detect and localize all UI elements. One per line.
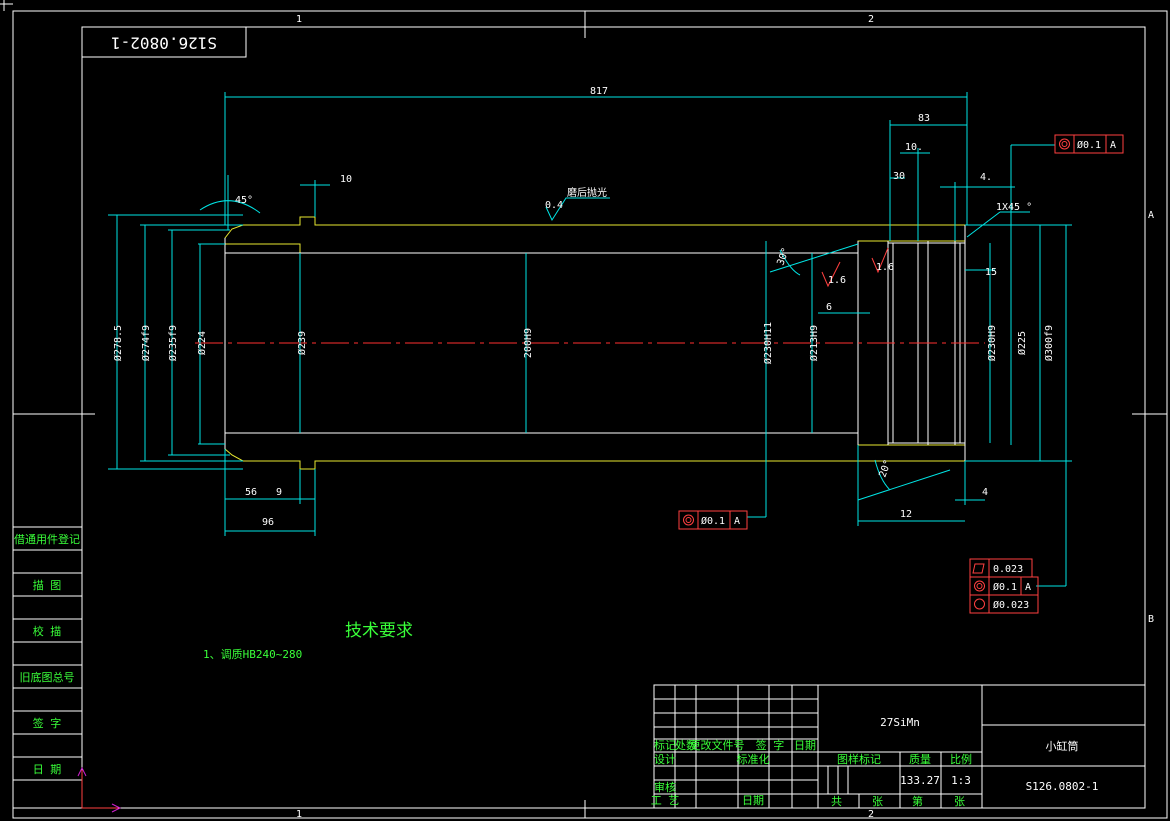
svg-text:标准化: 标准化 bbox=[737, 752, 770, 766]
svg-text:A: A bbox=[1025, 582, 1031, 593]
svg-text:Ø224: Ø224 bbox=[196, 331, 208, 355]
svg-text:6: 6 bbox=[826, 302, 832, 313]
dimension-lines bbox=[108, 92, 1072, 587]
svg-text:图样标记: 图样标记 bbox=[837, 752, 881, 766]
svg-text:工 艺: 工 艺 bbox=[651, 794, 680, 807]
svg-text:签 字: 签 字 bbox=[756, 738, 785, 752]
svg-text:Ø235f9: Ø235f9 bbox=[167, 325, 179, 361]
svg-text:12: 12 bbox=[900, 509, 912, 520]
dimension-text: 817 83 10 10. 30 4. 1X45 ° 15 6 4 12 56 … bbox=[112, 86, 1055, 528]
svg-text:B: B bbox=[1148, 614, 1154, 625]
svg-text:磨后抛光: 磨后抛光 bbox=[567, 186, 607, 199]
svg-text:4: 4 bbox=[982, 487, 988, 498]
svg-text:Ø0.1: Ø0.1 bbox=[701, 515, 725, 527]
svg-text:15: 15 bbox=[985, 267, 997, 278]
svg-text:10.: 10. bbox=[905, 142, 923, 153]
svg-text:56: 56 bbox=[245, 487, 257, 498]
svg-text:1.6: 1.6 bbox=[876, 262, 894, 273]
svg-text:9: 9 bbox=[276, 487, 282, 498]
svg-text:更改文件号: 更改文件号 bbox=[690, 738, 745, 752]
svg-text:1: 1 bbox=[296, 14, 302, 25]
svg-text:日 期: 日 期 bbox=[33, 763, 62, 776]
svg-text:2: 2 bbox=[868, 14, 874, 25]
svg-text:A: A bbox=[1110, 140, 1116, 151]
svg-text:1: 1 bbox=[296, 809, 302, 820]
svg-text:0.023: 0.023 bbox=[993, 564, 1023, 575]
svg-text:标记: 标记 bbox=[654, 738, 676, 752]
svg-text:处数: 处数 bbox=[675, 739, 697, 752]
svg-text:0.4: 0.4 bbox=[545, 200, 563, 211]
svg-text:Ø0.1: Ø0.1 bbox=[993, 581, 1017, 593]
svg-text:Ø239: Ø239 bbox=[296, 331, 308, 355]
svg-text:1、调质HB240~280: 1、调质HB240~280 bbox=[203, 648, 302, 661]
svg-text:4.: 4. bbox=[980, 172, 992, 183]
svg-text:设计: 设计 bbox=[654, 753, 676, 766]
svg-text:30°: 30° bbox=[775, 246, 792, 267]
svg-text:S126.0802-1: S126.0802-1 bbox=[1026, 780, 1099, 793]
svg-text:S126.0802-1: S126.0802-1 bbox=[111, 34, 217, 53]
svg-text:描 图: 描 图 bbox=[33, 578, 62, 592]
svg-text:Ø0.1: Ø0.1 bbox=[1077, 139, 1101, 151]
svg-text:45°: 45° bbox=[235, 195, 253, 206]
svg-text:133.27: 133.27 bbox=[900, 774, 940, 787]
title-block: 标记 处数 更改文件号 签 字 日期 设计 标准化 审核 工 艺 日期 27Si… bbox=[651, 684, 1146, 809]
svg-text:30: 30 bbox=[893, 171, 905, 182]
svg-text:比例: 比例 bbox=[950, 752, 972, 766]
svg-text:96: 96 bbox=[262, 517, 274, 528]
svg-text:日期: 日期 bbox=[742, 794, 764, 807]
zone-marks: 1 2 1 2 A B bbox=[296, 14, 1154, 820]
svg-text:第: 第 bbox=[912, 794, 923, 808]
svg-text:技术要求: 技术要求 bbox=[345, 621, 413, 641]
svg-text:83: 83 bbox=[918, 113, 930, 124]
svg-text:Ø0.023: Ø0.023 bbox=[993, 599, 1029, 611]
ucs-icon bbox=[77, 766, 122, 813]
svg-text:2: 2 bbox=[868, 809, 874, 820]
svg-text:Ø230H11: Ø230H11 bbox=[762, 322, 774, 364]
svg-text:A: A bbox=[1148, 210, 1154, 221]
svg-text:旧底图总号: 旧底图总号 bbox=[20, 670, 75, 684]
svg-text:小缸筒: 小缸筒 bbox=[1046, 739, 1079, 753]
svg-text:27SiMn: 27SiMn bbox=[880, 716, 920, 729]
tolerance-frame-stack: 0.023 Ø0.1 A Ø0.023 bbox=[969, 558, 1039, 614]
svg-text:Ø230H9: Ø230H9 bbox=[986, 325, 998, 361]
svg-text:10: 10 bbox=[340, 174, 352, 185]
tolerance-frame-bottom: Ø0.1 A bbox=[678, 510, 748, 530]
svg-text:质量: 质量 bbox=[909, 753, 931, 766]
svg-text:1.6: 1.6 bbox=[828, 275, 846, 286]
svg-text:Ø278.5: Ø278.5 bbox=[112, 325, 124, 361]
svg-text:1X45 °: 1X45 ° bbox=[996, 202, 1032, 213]
svg-text:Ø300f9: Ø300f9 bbox=[1043, 325, 1055, 361]
svg-text:1:3: 1:3 bbox=[951, 774, 971, 787]
svg-text:签 字: 签 字 bbox=[33, 716, 62, 730]
svg-text:校 描: 校 描 bbox=[33, 624, 62, 638]
side-record-table: 借通用件登记 描 图 校 描 旧底图总号 签 字 日 期 bbox=[12, 526, 83, 809]
svg-text:共: 共 bbox=[831, 795, 842, 808]
svg-text:Ø213H9: Ø213H9 bbox=[808, 325, 820, 361]
svg-text:817: 817 bbox=[590, 86, 608, 97]
svg-text:Ø225: Ø225 bbox=[1016, 331, 1028, 355]
svg-text:张: 张 bbox=[954, 795, 965, 808]
technical-requirements: 技术要求 1、调质HB240~280 bbox=[203, 621, 413, 661]
svg-text:A: A bbox=[734, 516, 740, 527]
svg-text:200H9: 200H9 bbox=[523, 328, 534, 358]
svg-text:日期: 日期 bbox=[794, 739, 816, 752]
drawing-number-box: S126.0802-1 bbox=[81, 26, 247, 58]
svg-text:审核: 审核 bbox=[654, 780, 676, 794]
tolerance-frame-top: Ø0.1 A bbox=[1054, 134, 1124, 154]
svg-text:Ø274f9: Ø274f9 bbox=[140, 325, 152, 361]
svg-text:借通用件登记: 借通用件登记 bbox=[14, 532, 80, 546]
svg-text:张: 张 bbox=[872, 795, 883, 808]
